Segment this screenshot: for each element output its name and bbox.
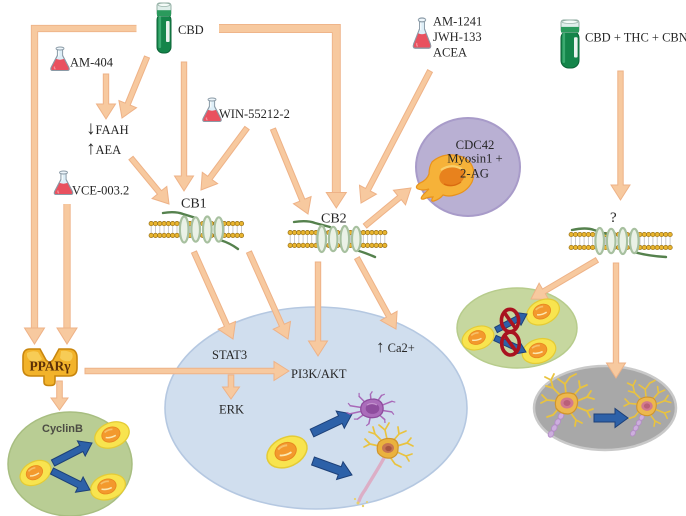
svg-text:STAT3: STAT3 (212, 348, 247, 362)
svg-text:?: ? (610, 210, 617, 226)
svg-text:↑AEA: ↑AEA (86, 138, 121, 159)
svg-text:CB1: CB1 (181, 197, 207, 212)
svg-text:JWH-133: JWH-133 (433, 30, 482, 44)
svg-text:CB2: CB2 (321, 212, 347, 227)
svg-text:ACEA: ACEA (433, 46, 467, 60)
svg-text:PI3K/AKT: PI3K/AKT (291, 367, 347, 381)
svg-text:CyclinB: CyclinB (42, 423, 83, 435)
svg-text:CBD + THC + CBN: CBD + THC + CBN (585, 31, 686, 45)
svg-text:VCE-003.2: VCE-003.2 (72, 184, 129, 198)
svg-text:↑ Ca2+: ↑ Ca2+ (376, 337, 415, 356)
svg-text:CDC42: CDC42 (456, 138, 495, 152)
svg-text:WIN-55212-2: WIN-55212-2 (219, 107, 290, 121)
svg-text:CBD: CBD (178, 23, 204, 37)
svg-text:Myosin1 +: Myosin1 + (447, 152, 502, 166)
svg-text:2-AG: 2-AG (460, 167, 489, 181)
svg-text:PPARγ: PPARγ (30, 359, 72, 374)
svg-text:AM-404: AM-404 (70, 56, 114, 70)
svg-text:ERK: ERK (219, 403, 244, 417)
svg-text:AM-1241: AM-1241 (433, 15, 482, 29)
svg-text:↓FAAH: ↓FAAH (86, 118, 129, 139)
